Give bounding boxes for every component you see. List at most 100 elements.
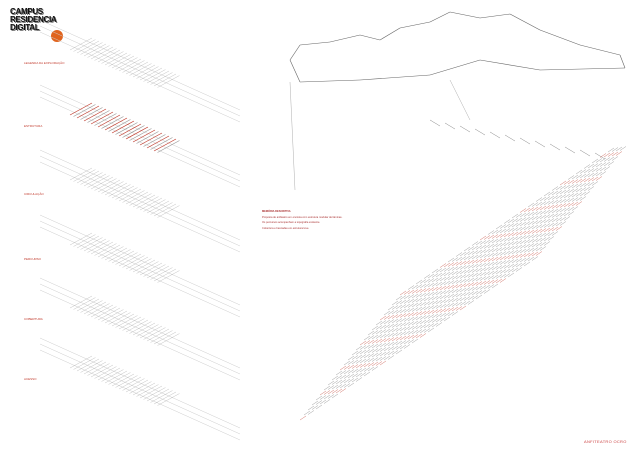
seat-element: [383, 337, 391, 343]
structure-blade: [146, 70, 170, 84]
seat-element: [407, 321, 415, 326]
seat-element: [507, 250, 515, 255]
seat-element: [383, 342, 391, 347]
campus-logo: CAMPUS RESIDENCIA DIGITAL: [10, 8, 62, 32]
seat-element: [399, 313, 407, 318]
plan-outline: [479, 59, 541, 71]
seat-element: [471, 254, 479, 260]
seat-element: [435, 308, 443, 314]
seat-element: [499, 237, 507, 243]
structure-blade: [87, 363, 110, 376]
seat-element: [515, 262, 523, 268]
seat-element: [559, 189, 567, 195]
terrain-curve: [39, 337, 241, 429]
seat-element: [519, 262, 527, 267]
seat-element: [387, 310, 395, 315]
panel-label: LEGENDA DA EXPLORAÇÃO: [24, 61, 65, 65]
structure-blade: [69, 355, 93, 369]
seat-element: [543, 227, 551, 233]
text-paragraph: Os percursos acompanham a topografia exi…: [262, 221, 321, 225]
seat-element: [403, 317, 411, 322]
seat-element: [411, 325, 419, 330]
seat-element: [359, 358, 367, 364]
seat-element: [467, 282, 475, 287]
seat-element: [483, 284, 491, 290]
seat-element: [351, 359, 359, 365]
seat-element: [523, 243, 531, 249]
structure-blade: [83, 361, 107, 375]
seat-element: [551, 213, 559, 218]
structure-blade: [108, 119, 131, 132]
seat-element: [343, 365, 351, 370]
seat-element: [591, 167, 599, 173]
seat-element: [523, 207, 531, 213]
seat-element: [403, 339, 411, 345]
seat-element: [547, 222, 555, 228]
seat-element: [447, 302, 455, 308]
seat-element: [495, 233, 503, 239]
seat-element: [531, 215, 539, 221]
seat-element: [611, 151, 619, 157]
seat-element: [579, 196, 587, 201]
seat-element: [507, 245, 515, 251]
seat-element: [471, 290, 479, 296]
seat-element: [359, 372, 367, 377]
seat-element: [375, 361, 383, 366]
terrain-curve: [39, 161, 241, 253]
seat-element: [307, 405, 315, 411]
seat-element: [455, 288, 463, 293]
structure-blade: [118, 253, 142, 267]
terrain-curve: [39, 283, 241, 375]
seat-element: [571, 174, 579, 180]
terrain-curve: [39, 226, 241, 318]
seat-element: [491, 283, 499, 289]
seat-element: [463, 255, 471, 261]
structure-blade: [146, 200, 170, 214]
seat-element: [523, 225, 531, 231]
seat-element: [443, 280, 451, 286]
seat-element: [383, 328, 391, 334]
seat-element: [551, 204, 559, 209]
seat-element: [555, 185, 563, 191]
seat-element: [555, 194, 563, 200]
seat-element: [511, 240, 519, 246]
seat-element: [487, 248, 495, 253]
seat-element: [387, 337, 395, 342]
structure-blade: [132, 322, 156, 336]
seat-element: [483, 244, 491, 249]
seat-element: [407, 307, 415, 313]
seat-element: [467, 295, 475, 301]
plan-outline: [329, 34, 361, 43]
seat-element: [427, 305, 435, 310]
seat-element: [391, 336, 399, 342]
seat-element: [459, 256, 467, 261]
seat-element: [519, 217, 527, 222]
seat-element: [527, 202, 535, 208]
seat-element: [451, 275, 459, 280]
seat-element: [391, 332, 399, 337]
seat-element: [363, 349, 371, 354]
seat-element: [363, 344, 371, 350]
seat-element: [543, 241, 551, 246]
structure-blade: [87, 175, 110, 188]
seat-element: [419, 279, 427, 284]
seat-element: [439, 285, 447, 291]
panel-label: CIRCULAÇÃO: [24, 192, 44, 196]
seat-element: [483, 271, 491, 276]
structure-blade: [90, 46, 114, 60]
terrain-curve: [39, 96, 241, 188]
seat-element: [583, 173, 591, 178]
seat-element: [567, 188, 575, 194]
structure-blade: [80, 237, 103, 250]
plan-outline: [399, 21, 431, 29]
seat-element: [447, 275, 455, 281]
structure-blade: [104, 182, 128, 196]
seat-element: [483, 266, 491, 272]
seat-element: [443, 285, 451, 290]
structure-blade: [132, 259, 156, 273]
seat-element: [559, 203, 567, 208]
seat-element: [571, 188, 579, 193]
seat-element: [495, 242, 503, 248]
structure-blade: [104, 52, 128, 66]
seat-element: [443, 262, 451, 268]
